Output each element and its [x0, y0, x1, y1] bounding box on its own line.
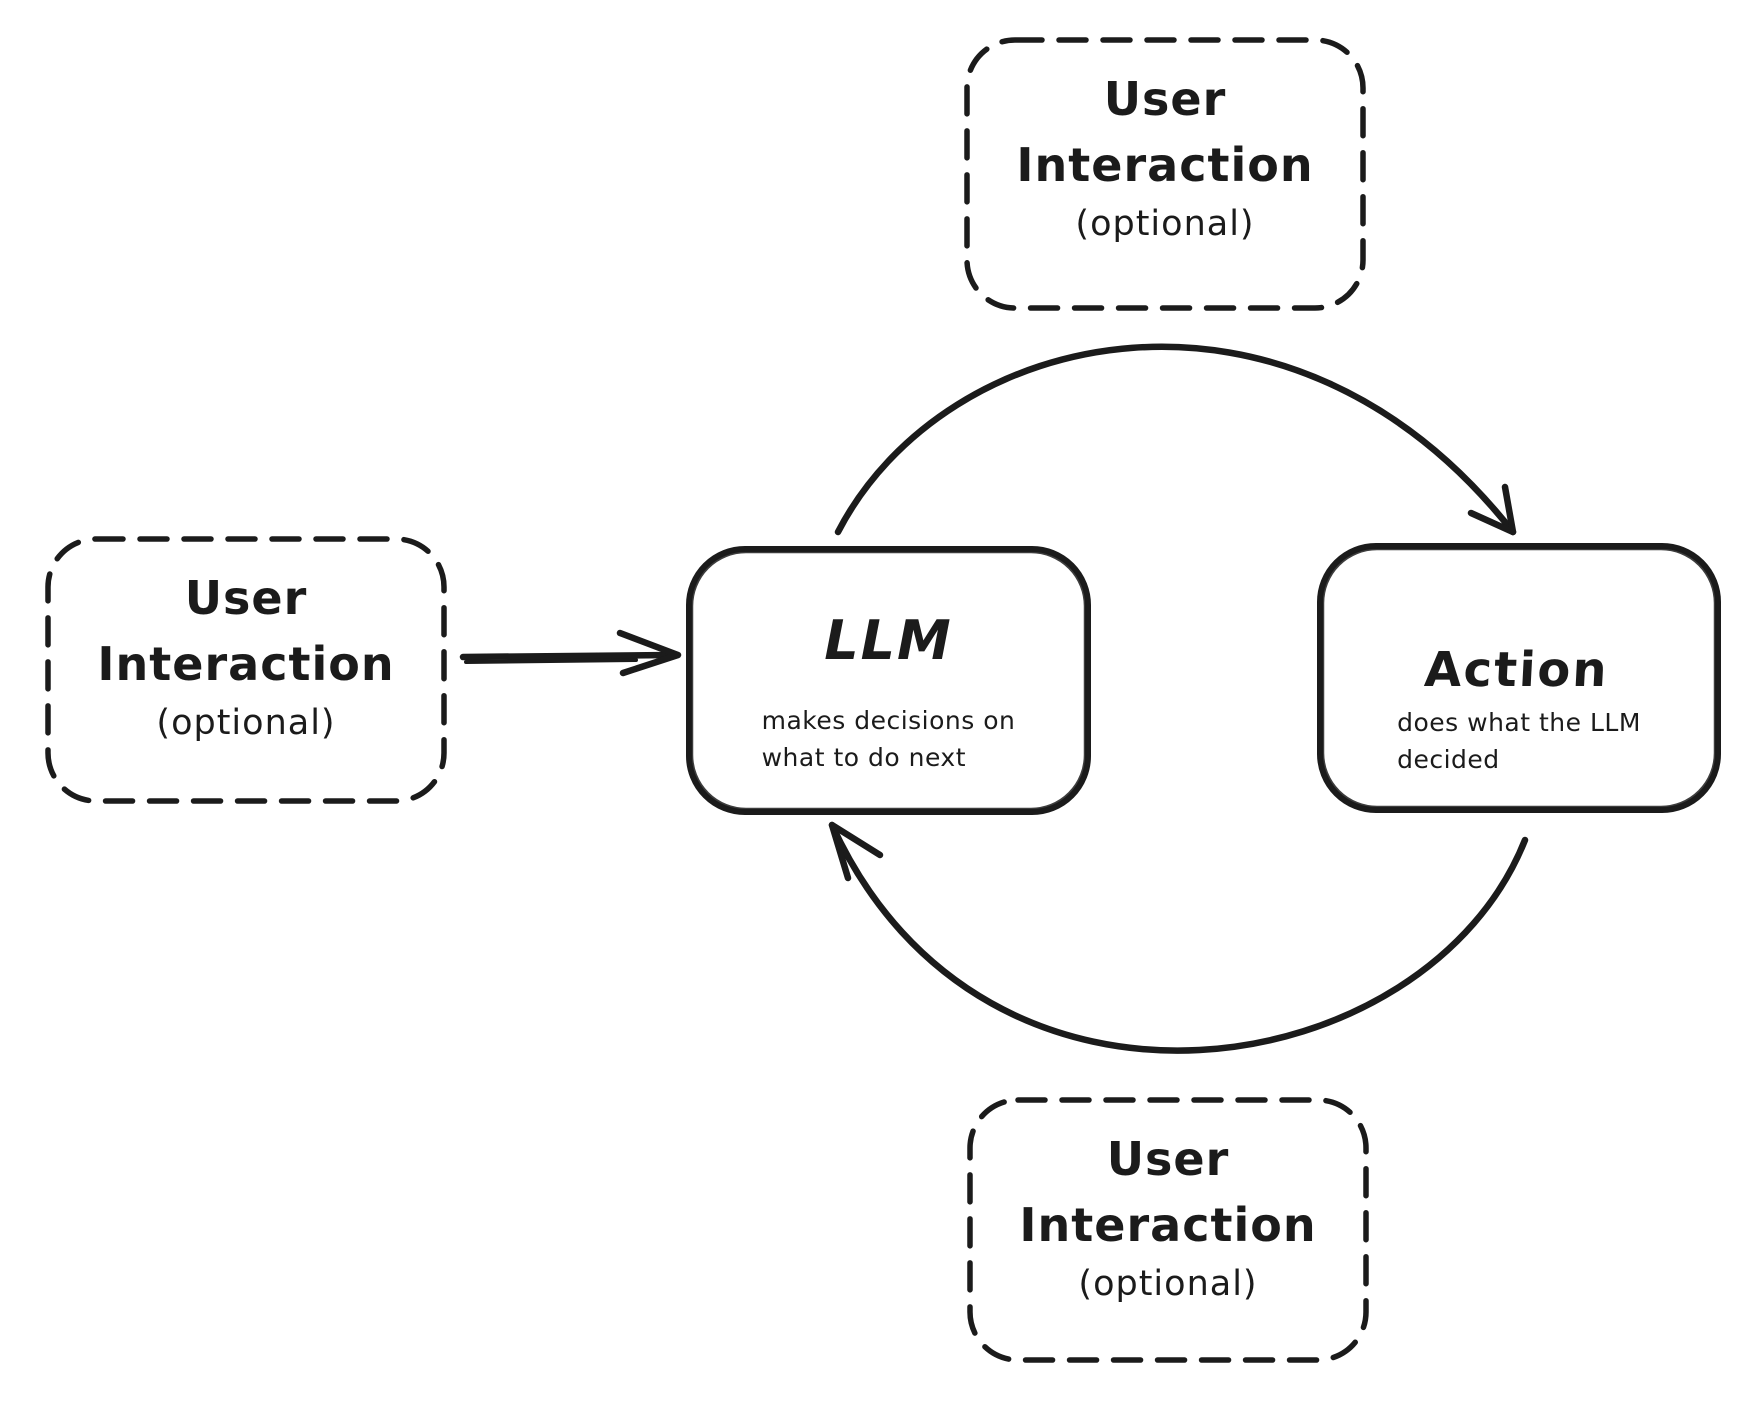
- llm-description-line: makes decisions on: [761, 706, 1016, 735]
- llm-to-action-arrowhead: [1467, 483, 1517, 536]
- node-subtitle: (optional): [1075, 204, 1255, 244]
- user-interaction-box-top: User Interaction (optional): [967, 40, 1363, 308]
- node-subtitle: (optional): [1078, 1264, 1258, 1304]
- user-interaction-top-outline: [964, 37, 1366, 311]
- action-to-llm-arc: [828, 821, 1529, 1054]
- user-to-llm-arrow-sketch-echo: [464, 658, 638, 664]
- user-interaction-bottom-outline: [967, 1097, 1369, 1363]
- action-to-llm-arrowhead: [828, 821, 884, 882]
- node-title: Interaction: [97, 637, 395, 691]
- node-title: User: [1103, 72, 1227, 126]
- llm-title: LLM: [824, 609, 953, 672]
- node-title: Interaction: [1019, 1198, 1317, 1252]
- action-node: Action does what the LLM decided: [1320, 546, 1718, 810]
- action-box-outline: [1317, 543, 1721, 813]
- action-description-line: decided: [1397, 745, 1500, 774]
- llm-description: makes decisions on what to do next: [762, 702, 1016, 776]
- node-subtitle: (optional): [156, 703, 336, 743]
- user-interaction-box-left: User Interaction (optional): [48, 539, 444, 801]
- llm-to-action-arc: [834, 343, 1517, 536]
- action-title: Action: [1422, 642, 1611, 698]
- node-title: User: [1106, 1132, 1230, 1186]
- llm-box-outline-sketch-echo: [690, 550, 1087, 811]
- action-description: does what the LLM decided: [1397, 704, 1641, 778]
- action-box-outline-sketch-echo: [1321, 547, 1717, 809]
- llm-description-line: what to do next: [761, 743, 967, 772]
- llm-node: LLM makes decisions on what to do next: [689, 549, 1088, 812]
- node-title: User: [184, 571, 308, 625]
- llm-box-outline: [686, 546, 1091, 815]
- user-to-llm-arrowhead: [616, 629, 682, 677]
- user-to-llm-arrow-line: [459, 651, 674, 661]
- user-interaction-box-bottom: User Interaction (optional): [970, 1100, 1366, 1360]
- action-description-line: does what the LLM: [1397, 708, 1641, 737]
- user-interaction-left-outline: [45, 536, 447, 804]
- node-title: Interaction: [1016, 138, 1314, 192]
